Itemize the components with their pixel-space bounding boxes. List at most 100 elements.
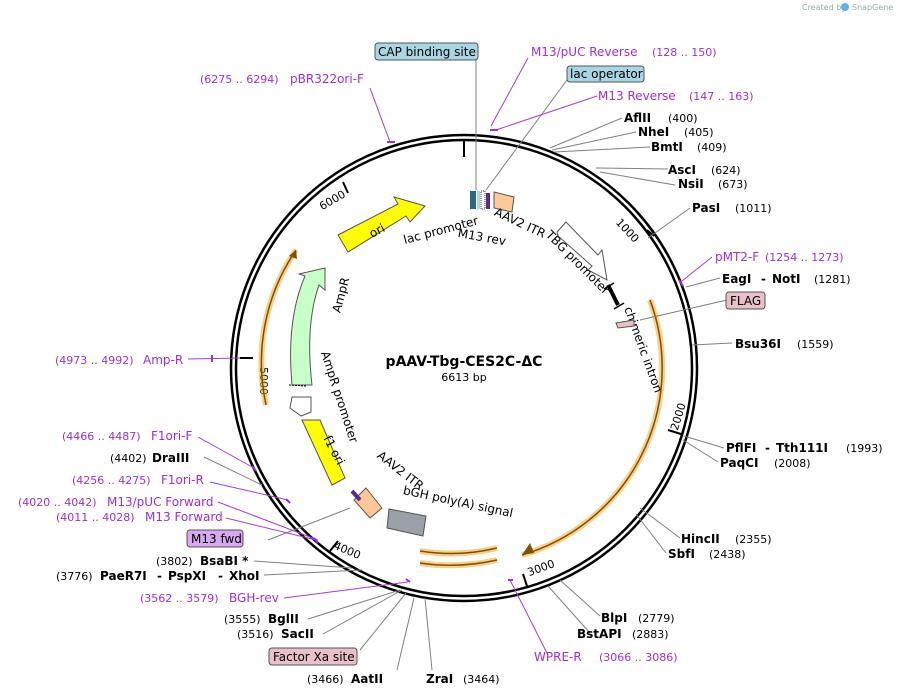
cap-binding-site-label: CAP binding site bbox=[378, 45, 476, 59]
site-pflfi-tth111i: PflFI - Tth111I (1993) bbox=[726, 441, 883, 455]
svg-text:AflII: AflII bbox=[624, 111, 651, 125]
connector-lines bbox=[187, 57, 733, 671]
svg-text:Tth111I: Tth111I bbox=[776, 441, 828, 455]
primer-m13-forward-range: (4011 .. 4028) bbox=[56, 511, 135, 524]
svg-text:AatII: AatII bbox=[351, 672, 383, 686]
site-aatii: (3466) AatII bbox=[307, 672, 383, 686]
flag-box: FLAG bbox=[725, 291, 766, 310]
svg-text:(3466): (3466) bbox=[307, 673, 344, 686]
site-bsu36i: Bsu36I (1559) bbox=[735, 337, 834, 351]
svg-text:SacII: SacII bbox=[281, 627, 314, 641]
credit-text: Created by bbox=[802, 3, 846, 12]
svg-text:BsaBI *: BsaBI * bbox=[200, 554, 249, 568]
primer-bgh-rev-range: (3562 .. 3579) bbox=[140, 592, 219, 605]
primer-wpre-r-range: (3066 .. 3086) bbox=[599, 651, 678, 664]
chimeric-intron-feature: chimeric intron bbox=[603, 282, 665, 395]
plasmid-length: 6613 bp bbox=[441, 371, 486, 384]
svg-text:DraIII: DraIII bbox=[152, 451, 189, 465]
site-bsabi: (3802) BsaBI * bbox=[156, 554, 249, 568]
svg-text:(3776): (3776) bbox=[56, 570, 93, 583]
site-zrai: ZraI (3464) bbox=[426, 672, 500, 686]
svg-text:Bsu36I: Bsu36I bbox=[735, 337, 781, 351]
svg-text:(2779): (2779) bbox=[638, 612, 675, 625]
primer-pmt2-name: pMT2-F bbox=[715, 250, 759, 264]
site-nhei: NheI (405) bbox=[638, 125, 714, 139]
cds-arc-left bbox=[258, 248, 299, 406]
primer-pbr322-range: (6275 .. 6294) bbox=[200, 73, 279, 86]
site-paqci: PaqCI (2008) bbox=[720, 456, 811, 470]
primer-marks bbox=[211, 129, 684, 583]
svg-text:(405): (405) bbox=[684, 126, 714, 139]
lac-operator-box: lac operator bbox=[566, 65, 645, 83]
primer-m13puc-rev-range: (128 .. 150) bbox=[652, 46, 717, 59]
tick-4000: 4000 bbox=[332, 539, 363, 562]
primer-ampr-range: (4973 .. 4992) bbox=[55, 354, 134, 367]
tick-6000: 6000 bbox=[317, 188, 348, 213]
site-pasi: PasI (1011) bbox=[692, 201, 772, 215]
primer-m13-reverse-name: M13 Reverse bbox=[598, 89, 676, 103]
svg-text:SbfI: SbfI bbox=[668, 547, 695, 561]
svg-text:ZraI: ZraI bbox=[426, 672, 453, 686]
brand-text: SnapGene bbox=[852, 3, 893, 12]
site-blpi: BlpI (2779) bbox=[601, 611, 675, 625]
site-bmti: BmtI (409) bbox=[651, 140, 727, 154]
site-hincii: HincII (2355) bbox=[681, 532, 772, 546]
site-aflii: AflII (400) bbox=[624, 111, 698, 125]
primer-f1ori-f-name: F1ori-F bbox=[151, 429, 192, 443]
m13-fwd-box: M13 fwd bbox=[186, 529, 244, 548]
primer-m13puc-fwd-range: (4020 .. 4042) bbox=[18, 496, 97, 509]
svg-text:PaqCI: PaqCI bbox=[720, 456, 758, 470]
svg-text:BmtI: BmtI bbox=[651, 140, 683, 154]
svg-text:HincII: HincII bbox=[681, 532, 720, 546]
svg-text:NsiI: NsiI bbox=[678, 177, 704, 191]
svg-text:(3516): (3516) bbox=[237, 628, 274, 641]
tick-3000: 3000 bbox=[526, 557, 557, 579]
svg-text:(3464): (3464) bbox=[463, 673, 500, 686]
svg-text:(2883): (2883) bbox=[632, 628, 669, 641]
svg-text:PasI: PasI bbox=[692, 201, 720, 215]
cap-binding-site-box: CAP binding site bbox=[374, 42, 479, 61]
bottom-features bbox=[350, 487, 427, 537]
tbg-promoter-feature: TBG promoter bbox=[542, 221, 612, 297]
snapgene-logo: SnapGene bbox=[841, 3, 893, 12]
svg-text:AscI: AscI bbox=[668, 163, 696, 177]
lac-features bbox=[470, 190, 515, 213]
svg-text:(2008): (2008) bbox=[774, 457, 811, 470]
plasmid-name: pAAV-Tbg-CES2C-ΔC bbox=[386, 354, 543, 370]
svg-text:-: - bbox=[761, 272, 766, 286]
svg-text:(3555): (3555) bbox=[224, 613, 261, 626]
svg-text:(2355): (2355) bbox=[735, 533, 772, 546]
svg-text:(400): (400) bbox=[668, 112, 698, 125]
svg-text:-: - bbox=[218, 569, 223, 583]
site-paer7i-pspxi-xhoi: (3776) PaeR7I - PspXI - XhoI bbox=[56, 569, 260, 583]
primer-bgh-rev-name: BGH-rev bbox=[229, 591, 279, 605]
svg-text:BstAPI: BstAPI bbox=[577, 627, 622, 641]
svg-text:EagI: EagI bbox=[722, 272, 751, 286]
primer-m13-reverse-range: (147 .. 163) bbox=[689, 90, 754, 103]
ori-label: ori bbox=[367, 221, 387, 241]
cds-arc-bottom bbox=[419, 545, 498, 569]
flag-feature bbox=[615, 319, 635, 329]
primer-f1ori-f-range: (4466 .. 4487) bbox=[62, 430, 141, 443]
flag-label: FLAG bbox=[730, 294, 761, 308]
site-sbfi: SbfI (2438) bbox=[668, 547, 746, 561]
ampr-feature: AmpR bbox=[288, 267, 352, 387]
primer-wpre-r-name: WPRE-R bbox=[534, 650, 582, 664]
ori-feature: ori bbox=[337, 196, 426, 253]
svg-text:(1011): (1011) bbox=[735, 202, 772, 215]
factor-xa-box: Factor Xa site bbox=[268, 647, 358, 666]
site-draiii: (4402) DraIII bbox=[110, 451, 189, 465]
svg-text:-: - bbox=[765, 441, 770, 455]
cds-arc-main bbox=[521, 298, 666, 558]
svg-text:PaeR7I: PaeR7I bbox=[100, 569, 147, 583]
svg-text:(624): (624) bbox=[711, 164, 741, 177]
primer-m13puc-fwd-name: M13/pUC Forward bbox=[107, 495, 214, 509]
site-eagi-noti: EagI - NotI (1281) bbox=[722, 272, 851, 286]
primer-f1ori-r-name: F1ori-R bbox=[161, 473, 204, 487]
svg-text:-: - bbox=[157, 569, 162, 583]
svg-text:BlpI: BlpI bbox=[601, 611, 627, 625]
primer-m13-forward-name: M13 Forward bbox=[145, 510, 223, 524]
svg-text:PflFI: PflFI bbox=[726, 441, 756, 455]
svg-text:BglII: BglII bbox=[268, 612, 299, 626]
lac-operator-label: lac operator bbox=[570, 67, 643, 81]
